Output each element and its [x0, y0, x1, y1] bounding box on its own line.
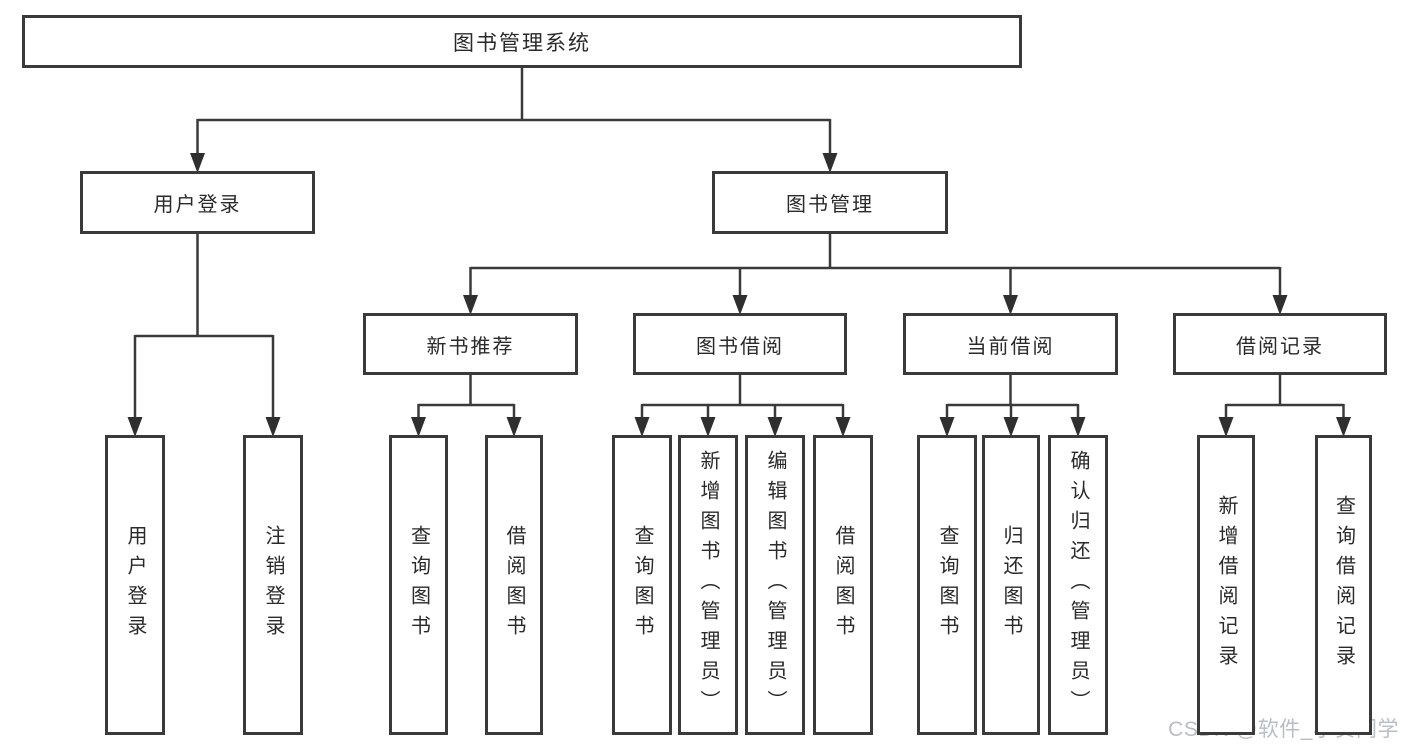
node-label: 用户登录: [124, 525, 146, 645]
leaf-add-borrow-record: 新增借阅记录: [1197, 435, 1255, 735]
node-user-login: 用户登录: [80, 171, 315, 234]
node-book-management: 图书管理: [712, 171, 948, 234]
node-label: 借阅记录: [1236, 335, 1324, 358]
leaf-return-book: 归还图书: [982, 435, 1040, 735]
node-label: 查询借阅记录: [1332, 495, 1355, 675]
node-label: 注销登录: [262, 525, 284, 645]
node-label: 图书管理系统: [453, 31, 591, 55]
node-label: 新增图书（管理员）: [697, 450, 719, 720]
node-label: 用户登录: [153, 194, 242, 216]
node-new-book-recommend: 新书推荐: [363, 313, 578, 375]
node-book-borrow: 图书借阅: [633, 313, 847, 375]
leaf-logout: 注销登录: [243, 435, 303, 735]
leaf-borrow-book: 借阅图书: [485, 435, 543, 735]
node-label: 图书管理: [786, 194, 874, 216]
node-label: 图书借阅: [696, 335, 784, 358]
leaf-query-book: 查询图书: [612, 435, 672, 735]
leaf-query-book: 查询图书: [917, 435, 977, 735]
node-label: 借阅图书: [503, 525, 525, 645]
node-root-system: 图书管理系统: [22, 15, 1022, 68]
leaf-borrow-book: 借阅图书: [813, 435, 873, 735]
node-current-borrow: 当前借阅: [903, 313, 1118, 375]
node-label: 新增借阅记录: [1215, 495, 1237, 675]
node-borrow-record: 借阅记录: [1173, 313, 1387, 375]
leaf-confirm-return-admin: 确认归还（管理员）: [1048, 435, 1108, 735]
node-label: 查询图书: [936, 525, 958, 645]
node-label: 查询图书: [631, 525, 653, 645]
leaf-query-book: 查询图书: [389, 435, 448, 735]
leaf-add-book-admin: 新增图书（管理员）: [678, 435, 738, 735]
node-label: 查询图书: [407, 525, 430, 645]
node-label: 编辑图书（管理员）: [764, 450, 786, 720]
leaf-edit-book-admin: 编辑图书（管理员）: [745, 435, 805, 735]
node-label: 借阅图书: [832, 525, 854, 645]
node-label: 归还图书: [1000, 525, 1022, 645]
node-label: 新书推荐: [426, 335, 515, 358]
leaf-query-borrow-record: 查询借阅记录: [1315, 435, 1372, 735]
leaf-user-login: 用户登录: [105, 435, 165, 735]
node-label: 当前借阅: [966, 335, 1055, 358]
node-label: 确认归还（管理员）: [1067, 450, 1089, 720]
